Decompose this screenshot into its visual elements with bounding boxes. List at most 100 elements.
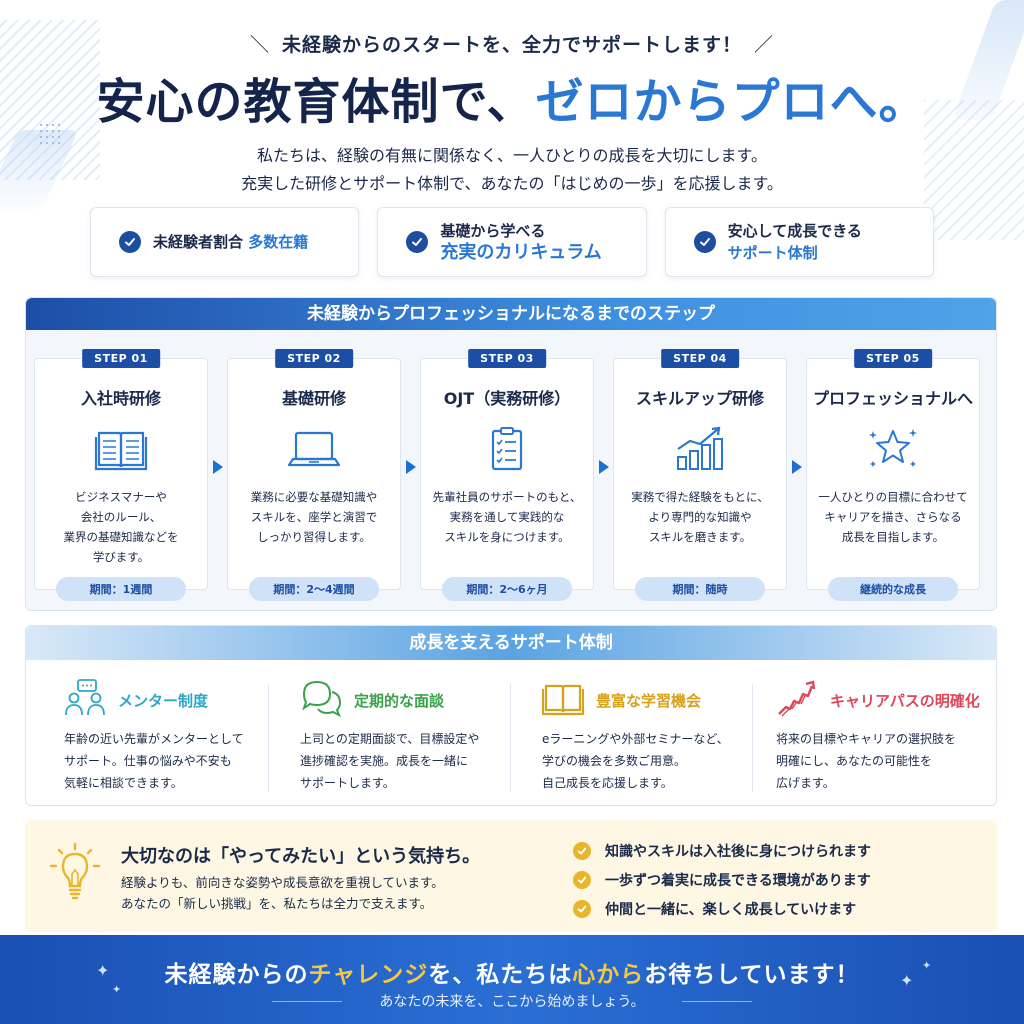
support-title: 定期的な面談 [354, 692, 445, 710]
feature-accent: 充実のカリキュラム [440, 242, 602, 263]
step-desc-line: 会社のルール、 [80, 510, 162, 524]
support-panel: 成長を支えるサポート体制 メンター制度 年齢の近い先輩がメンターとして サポート… [25, 625, 997, 806]
support-desc-line: 年齢の近い先輩がメンターとして [64, 732, 244, 746]
step-badge: STEP 05 [854, 349, 932, 368]
support-section-title: 成長を支えるサポート体制 [26, 626, 996, 660]
mindset-title: 大切なのは「やってみたい」という気持ち。 [121, 846, 481, 867]
step-title: プロフェッショナルへ [812, 389, 973, 408]
lightbulb-icon [49, 842, 101, 900]
support-desc-line: eラーニングや外部セミナーなど、 [542, 732, 729, 746]
step-desc-line: 一人ひとりの目標に合わせて [818, 490, 968, 504]
support-desc-line: サポート。仕事の悩みや不安も [64, 754, 232, 768]
step-card-2: STEP 02 基礎研修 業務に必要な基礎知識や スキルを、座学と演習で しっか… [227, 349, 401, 601]
step-description: 一人ひとりの目標に合わせて キャリアを描き、さらなる 成長を目指します。 [807, 487, 979, 547]
feature-accent: 多数在籍 [248, 233, 309, 251]
support-desc-line: 自己成長を応援します。 [542, 776, 673, 790]
step-card-5: STEP 05 プロフェッショナルへ 一人ひとりの目標に合わせて キャリアを描き… [806, 349, 980, 601]
step-desc-line: しっかり習得します。 [257, 530, 371, 544]
headline: 安心の教育体制で、ゼロからプロへ。 [0, 62, 1024, 132]
step-card-4: STEP 04 スキルアップ研修 実務で得た経験をもとに、 より専門的な知識や … [613, 349, 787, 601]
mindset-point-text: 仲間と一緒に、楽しく成長していけます [605, 901, 857, 918]
support-description: 年齢の近い先輩がメンターとして サポート。仕事の悩みや不安も 気軽に相談できます… [64, 728, 244, 794]
step-desc-line: 先輩社員のサポートのもと、 [432, 490, 582, 504]
sparkle-icon: ✦ [922, 959, 932, 972]
sparkle-icon: ✦ [900, 971, 914, 990]
support-desc-line: 気軽に相談できます。 [64, 776, 183, 790]
step-title: スキルアップ研修 [635, 389, 764, 408]
step-description: ビジネスマナーや 会社のルール、 業界の基礎知識などを 学びます。 [35, 487, 207, 567]
mindset-description: 経験よりも、前向きな姿勢や成長意欲を重視しています。 あなたの「新しい挑戦」を、… [121, 872, 444, 914]
footer-highlight: 心から [572, 962, 645, 988]
support-description: 将来の目標やキャリアの選択肢を 明確にし、あなたの可能性を 広げます。 [776, 728, 956, 794]
decorative-stripes-right [924, 100, 1024, 240]
step-desc-line: スキルを身につけます。 [444, 530, 570, 544]
tagline-slash-left: ＼ [249, 34, 270, 56]
step-description: 先輩社員のサポートのもと、 実務を通して実践的な スキルを身につけます。 [421, 487, 593, 547]
clipboard-icon [491, 427, 523, 471]
step-description: 業務に必要な基礎知識や スキルを、座学と演習で しっかり習得します。 [228, 487, 400, 547]
feature-card: 基礎から学べる 充実のカリキュラム [377, 207, 647, 277]
chevron-right-icon [213, 460, 223, 474]
feature-card: 安心して成長できる サポート体制 [664, 207, 934, 277]
support-title: 豊富な学習機会 [596, 692, 702, 710]
support-desc-line: 広げます。 [776, 776, 835, 790]
footer-text: を、私たちは [428, 962, 573, 988]
footer-text: 未経験からの [164, 962, 309, 988]
mindset-panel: 大切なのは「やってみたい」という気持ち。 経験よりも、前向きな姿勢や成長意欲を重… [25, 820, 997, 932]
divider [268, 684, 269, 792]
support-desc-line: 進捗確認を実施。成長を一緒に [300, 754, 469, 768]
support-desc-line: サポートします。 [300, 776, 395, 790]
chevron-right-icon [792, 460, 802, 474]
step-badge: STEP 04 [661, 349, 739, 368]
step-title: OJT（実務研修） [443, 389, 571, 408]
divider [752, 684, 753, 792]
chevron-right-icon [599, 460, 609, 474]
step-card-3: STEP 03 OJT（実務研修） 先輩社員のサポートのもと、 実務を通して実践… [420, 349, 594, 601]
support-description: 上司との定期面談で、目標設定や 進捗確認を実施。成長を一緒に サポートします。 [300, 728, 479, 794]
feature-card: 未経験者割合 多数在籍 [90, 207, 360, 277]
step-description: 実務で得た経験をもとに、 より専門的な知識や スキルを磨きます。 [614, 487, 786, 547]
step-desc-line: 業界の基礎知識などを [63, 530, 179, 544]
divider [682, 1001, 752, 1002]
mentor-icon [65, 679, 105, 716]
step-title: 入社時研修 [80, 389, 161, 408]
check-icon [573, 841, 591, 860]
chevron-right-icon [406, 460, 416, 474]
mindset-point: 仲間と一緒に、楽しく成長していけます [573, 894, 871, 923]
lead-line-2: 充実した研修とサポート体制で、あなたの「はじめの一歩」を応援します。 [241, 174, 783, 193]
step-desc-line: 実務を通して実践的な [449, 510, 565, 524]
sparkle-icon: ✦ [112, 983, 122, 996]
support-title: キャリアパスの明確化 [830, 692, 980, 710]
step-period-badge: 継続的な成長 [828, 577, 958, 601]
step-desc-line: スキルを磨きます。 [648, 530, 752, 544]
mindset-desc-line: 経験よりも、前向きな姿勢や成長意欲を重視しています。 [121, 875, 444, 890]
step-desc-line: ビジネスマナーや [75, 490, 167, 504]
feature-highlights: 未経験者割合 多数在籍 基礎から学べる 充実のカリキュラム 安心して成長できる … [90, 207, 934, 277]
support-desc-line: 上司との定期面談で、目標設定や [300, 732, 480, 746]
support-item-meeting: 定期的な面談 上司との定期面談で、目標設定や 進捗確認を実施。成長を一緒に サポ… [288, 678, 508, 798]
feature-text: 基礎から学べる 充実のカリキュラム [440, 220, 601, 264]
open-book-icon [542, 684, 584, 716]
headline-accent: ゼロからプロへ。 [535, 74, 928, 130]
steps-section-title: 未経験からプロフェッショナルになるまでのステップ [26, 298, 996, 330]
career-stairs-icon [778, 680, 816, 717]
mindset-point-text: 一歩ずつ着実に成長できる環境があります [605, 872, 871, 889]
check-icon [573, 870, 591, 889]
book-icon [94, 431, 148, 471]
laptop-icon [287, 431, 341, 467]
feature-label: 安心して成長できる [727, 222, 862, 240]
support-item-career: キャリアパスの明確化 将来の目標やキャリアの選択肢を 明確にし、あなたの可能性を… [764, 678, 984, 798]
divider [272, 1001, 342, 1002]
step-desc-line: スキルを、座学と演習で [250, 510, 378, 524]
step-period-badge: 期間：2〜6ヶ月 [442, 577, 572, 601]
feature-label: 基礎から学べる [440, 222, 546, 240]
support-title: メンター制度 [118, 692, 209, 710]
step-title: 基礎研修 [281, 389, 346, 408]
mindset-point: 一歩ずつ着実に成長できる環境があります [573, 865, 871, 894]
footer-message: 未経験からのチャレンジを、私たちは心からお待ちしています！ [0, 955, 1024, 989]
lead-line-1: 私たちは、経験の有無に関係なく、一人ひとりの成長を大切にします。 [257, 146, 767, 165]
step-period-badge: 期間：1週間 [56, 577, 186, 601]
feature-accent: サポート体制 [727, 244, 818, 262]
step-desc-line: 実務で得た経験をもとに、 [631, 490, 769, 504]
step-card-1: STEP 01 入社時研修 ビジネスマナーや 会社のルール、 業界の基礎知識など… [34, 349, 208, 601]
